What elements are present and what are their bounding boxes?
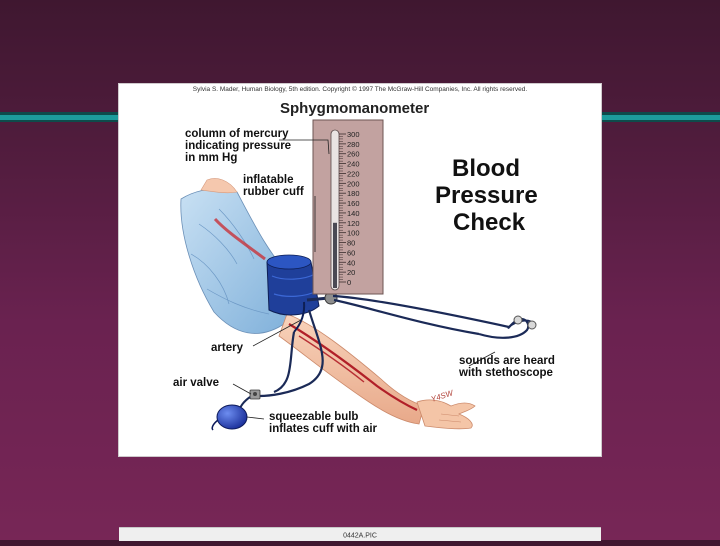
gauge-scale-label: 220: [347, 169, 360, 178]
heading-line-3: Check: [453, 209, 526, 236]
label-cuff-line-2: rubber cuff: [243, 186, 304, 198]
caption-canvas: 0442A.PIC: [343, 533, 377, 540]
page-heading: Blood Pressure Check: [435, 155, 538, 236]
label-cuff: inflatable rubber cuff: [243, 174, 304, 198]
label-mercury-line-3: in mm Hg: [185, 152, 237, 164]
gauge-scale-label: 100: [347, 229, 360, 238]
gauge-scale-label: 180: [347, 189, 360, 198]
gauge-scale-label: 0: [347, 278, 351, 287]
gauge-scale-label: 200: [347, 179, 360, 188]
finger-lines: [438, 413, 462, 423]
gauge-scale-label: 160: [347, 199, 360, 208]
gauge-scale: 3002802602402202001801601401201008060402…: [347, 130, 360, 287]
gauge-ticks: [339, 133, 346, 283]
mercury-column: [333, 222, 337, 288]
label-artery: artery: [211, 342, 244, 354]
gown-folds: [190, 208, 270, 315]
bulb-tail: [211, 419, 219, 431]
gauge-scale-label: 240: [347, 160, 360, 169]
gauge-scale-label: 140: [347, 209, 360, 218]
gauge-scale-label: 260: [347, 150, 360, 159]
gauge-scale-label: 120: [347, 219, 360, 228]
copyright-text: Sylvia S. Mader, Human Biology, 5th edit…: [193, 85, 528, 93]
caption-bar: 0442A.PIC: [119, 527, 601, 541]
forearm-artery: [288, 323, 418, 411]
label-mercury-line-1: column of mercury: [185, 128, 289, 140]
sphygmomanometer-figure: Sylvia S. Mader, Human Biology, 5th edit…: [119, 84, 601, 541]
label-mercury-line-2: indicating pressure: [185, 140, 291, 152]
heading-line-2: Pressure: [435, 182, 538, 209]
label-stethoscope-line-1: sounds are heard: [459, 355, 555, 367]
label-bulb-line-1: squeezable bulb: [269, 411, 358, 423]
forearm-artery-branch: [298, 335, 365, 383]
gauge-scale-label: 280: [347, 140, 360, 149]
gauge-scale-label: 80: [347, 239, 355, 248]
stethoscope: [478, 315, 537, 339]
squeezable-bulb: [216, 404, 248, 430]
label-mercury: column of mercury indicating pressure in…: [185, 128, 291, 164]
neck-skin: [200, 178, 238, 194]
tubing: [258, 294, 510, 398]
label-cuff-line-1: inflatable: [243, 174, 293, 186]
air-valve: [249, 389, 261, 400]
gauge-scale-label: 60: [347, 248, 355, 257]
heading-line-1: Blood: [452, 155, 520, 182]
figure-canvas: Sylvia S. Mader, Human Biology, 5th edit…: [173, 85, 555, 435]
gauge-scale-label: 20: [347, 268, 355, 277]
label-bulb: squeezable bulb inflates cuff with air: [269, 411, 378, 435]
leader-lines: [232, 139, 496, 420]
gauge-panel: [312, 119, 384, 295]
gauge-scale-label: 40: [347, 258, 355, 267]
gauge-scale-label: 300: [347, 130, 360, 139]
mercury-gauge: 3002802602402202001801601401201008060402…: [312, 119, 384, 295]
label-stethoscope-line-2: with stethoscope: [458, 367, 553, 379]
label-air-valve: air valve: [173, 377, 219, 389]
figure-caption: 0442A.PIC: [343, 533, 377, 540]
label-stethoscope: sounds are heard with stethoscope: [458, 355, 555, 379]
diagram-title: Sphygmomanometer: [280, 100, 429, 117]
label-bulb-line-2: inflates cuff with air: [269, 423, 378, 435]
upper-arm-artery: [213, 217, 266, 261]
artist-signature: Y4SW: [430, 388, 456, 404]
